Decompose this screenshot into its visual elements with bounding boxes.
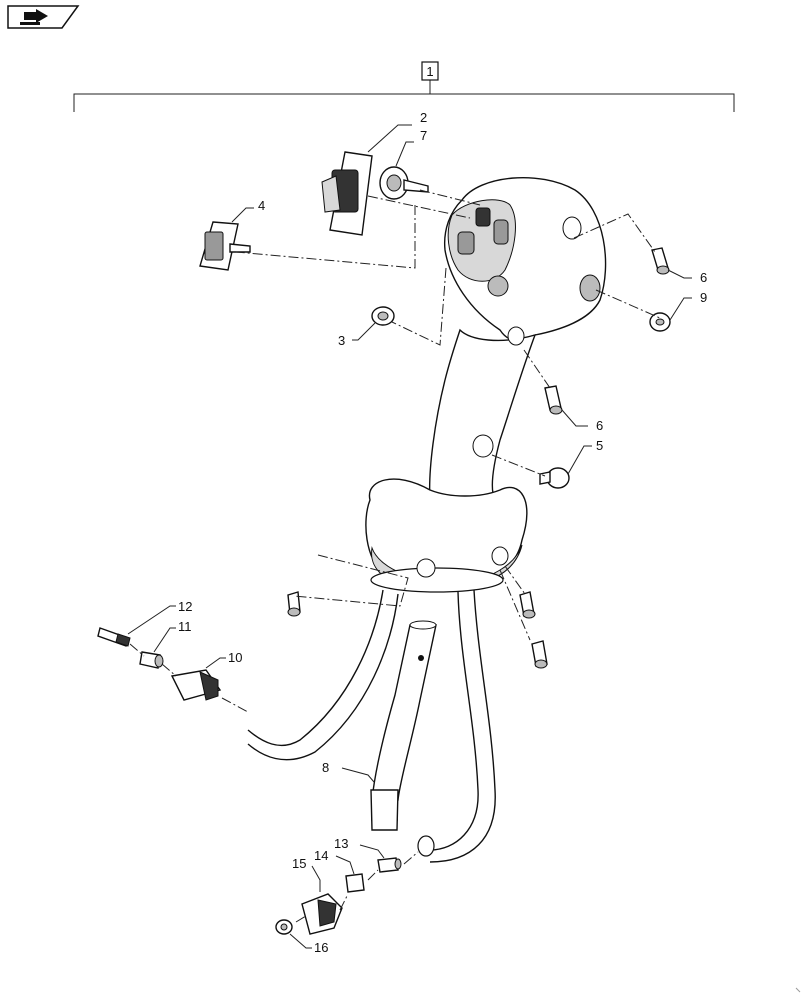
part-14-seal[interactable]: [345, 873, 365, 893]
callout-9: 9: [700, 290, 707, 305]
callout-11: 11: [178, 619, 192, 634]
base-screws[interactable]: [287, 591, 548, 669]
callouts: 2 7 4 3 6 9 6 5 12 11 10 8 13 14 15 16: [127, 110, 707, 955]
corner-mark: [795, 987, 801, 993]
callout-13: 13: [334, 836, 348, 851]
callout-6b: 6: [596, 418, 603, 433]
assembly-label: 1: [426, 64, 433, 79]
cable-hoses: [247, 589, 496, 863]
callout-7: 7: [420, 128, 427, 143]
callout-3: 3: [338, 333, 345, 348]
part-13-pin[interactable]: [377, 857, 402, 873]
callout-8: 8: [322, 760, 329, 775]
callout-6a: 6: [700, 270, 707, 285]
part-2-thumbwheel-module[interactable]: [321, 151, 373, 236]
callout-14: 14: [314, 848, 328, 863]
conduit-tube: [370, 620, 437, 831]
callout-15: 15: [292, 856, 306, 871]
part-5-button-screw[interactable]: [539, 467, 570, 489]
part-6-screw-lower[interactable]: [544, 385, 563, 415]
part-7-knob[interactable]: [379, 166, 429, 200]
part-11-seal[interactable]: [139, 651, 164, 669]
assembly-bracket: 1: [73, 61, 735, 112]
part-3-washer[interactable]: [371, 306, 395, 326]
part-6-screw-upper[interactable]: [651, 247, 670, 275]
callout-16: 16: [314, 940, 328, 955]
part-4-switch[interactable]: [199, 221, 251, 271]
callout-5: 5: [596, 438, 603, 453]
callout-2: 2: [420, 110, 427, 125]
assembly-lines: [129, 189, 661, 923]
part-9-cap[interactable]: [649, 312, 671, 332]
part-10-connector[interactable]: [170, 669, 222, 701]
part-15-connector[interactable]: [301, 893, 343, 935]
callout-4: 4: [258, 198, 265, 213]
callout-10: 10: [228, 650, 242, 665]
joystick-handle: [365, 176, 607, 593]
part-12-terminal[interactable]: [97, 627, 131, 647]
part-16-cap[interactable]: [275, 919, 293, 935]
page-arrow-icon[interactable]: [7, 5, 80, 29]
callout-12: 12: [178, 599, 192, 614]
